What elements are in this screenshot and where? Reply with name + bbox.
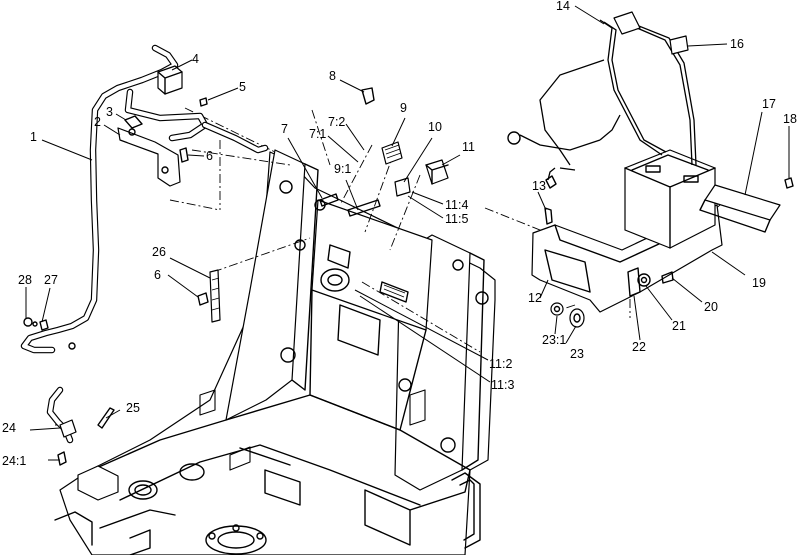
callout-9-1: 9:1	[334, 162, 351, 176]
wire-harness-14	[507, 11, 697, 189]
bracket-2	[117, 127, 181, 187]
callout-26: 26	[152, 245, 166, 259]
callout-11-4: 11:4	[445, 198, 468, 212]
callout-2: 2	[94, 115, 101, 129]
callout-6b: 6	[154, 268, 161, 282]
callout-22: 22	[632, 340, 646, 354]
callout-28: 28	[18, 273, 32, 287]
callout-5: 5	[239, 80, 246, 94]
leader-lines	[25, 5, 790, 461]
hose-24	[46, 386, 77, 444]
callout-23: 23	[570, 347, 584, 361]
bolt-18	[784, 177, 794, 189]
callout-27: 27	[44, 273, 58, 287]
clamp-3	[124, 115, 143, 129]
bolt-6	[179, 147, 189, 163]
screw-13	[544, 207, 553, 225]
bolt-20	[661, 271, 674, 284]
callout-7: 7	[281, 122, 288, 136]
callout-19: 19	[752, 276, 766, 290]
callout-4: 4	[192, 52, 199, 66]
callout-7-2: 7:2	[328, 115, 345, 129]
bolt-6b	[197, 292, 209, 306]
callout-3: 3	[106, 105, 113, 119]
clamp-25	[97, 407, 115, 429]
relay-11	[425, 159, 449, 185]
callout-7-1: 7:1	[309, 127, 326, 141]
callout-14: 14	[556, 0, 570, 13]
callout-13: 13	[532, 179, 546, 193]
bracket-22	[627, 267, 641, 297]
cap-23	[569, 308, 585, 328]
callout-11-3: 11:3	[491, 378, 514, 392]
fitting-24-1	[57, 451, 67, 466]
callout-24-1: 24:1	[2, 454, 26, 468]
callout-20: 20	[704, 300, 718, 314]
guard-26	[209, 269, 221, 323]
grommet-23-1	[550, 302, 564, 316]
callout-1: 1	[30, 130, 37, 144]
decal-9-1	[347, 199, 381, 217]
callout-17: 17	[762, 97, 776, 111]
clip-8	[361, 87, 375, 105]
callout-23-1: 23:1	[542, 333, 566, 347]
switch-10	[394, 177, 411, 197]
clamp-21	[637, 273, 651, 287]
main-frame	[54, 149, 496, 555]
callouts: 1 2 3 4 5 6 7 7:1 7:2 8 9 9:1 10 11 11:4…	[2, 0, 797, 468]
callout-16: 16	[730, 37, 744, 51]
callout-18: 18	[783, 112, 797, 126]
hose-assembly	[20, 44, 269, 354]
callout-6a: 6	[206, 149, 213, 163]
battery	[624, 149, 716, 249]
callout-24: 24	[2, 421, 16, 435]
clamp-27	[39, 319, 49, 331]
decal-7	[319, 193, 339, 207]
callout-11: 11	[462, 140, 475, 154]
callout-25: 25	[126, 401, 140, 415]
callout-9: 9	[400, 101, 407, 115]
callout-8: 8	[329, 69, 336, 83]
bolt-5	[199, 97, 208, 107]
callout-10: 10	[428, 120, 442, 134]
callout-12: 12	[528, 291, 542, 305]
relay-4	[157, 65, 183, 95]
callout-11-5: 11:5	[445, 212, 468, 226]
callout-11-2: 11:2	[489, 357, 512, 371]
callout-21: 21	[672, 319, 686, 333]
battery-bracket-17	[699, 184, 781, 233]
